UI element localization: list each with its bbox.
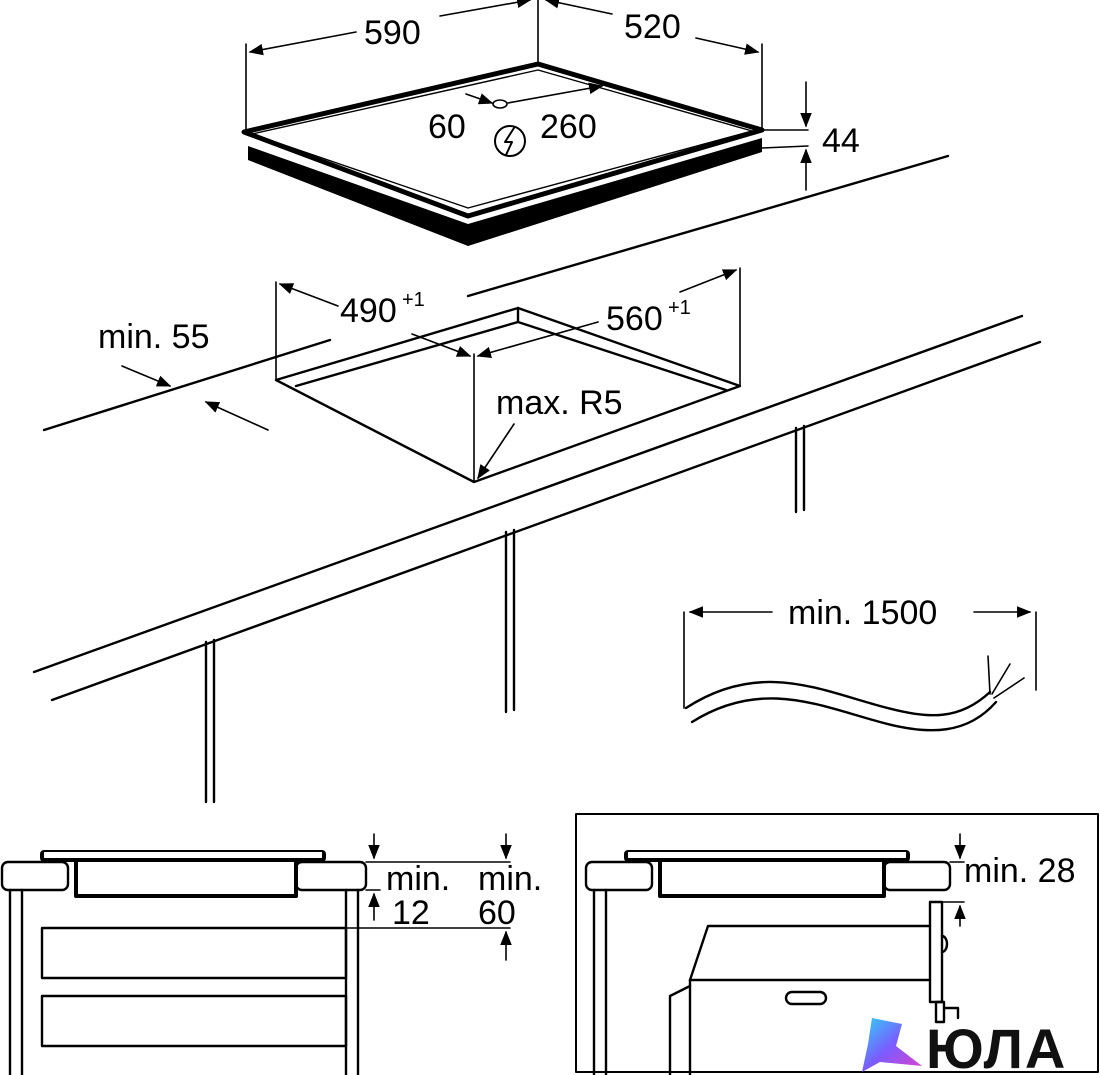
worktop bbox=[32, 154, 1042, 804]
cutout-width-tolerance: +1 bbox=[668, 297, 691, 319]
offset-right-label: 260 bbox=[540, 108, 597, 146]
cutout-width-label: 560 bbox=[606, 300, 663, 338]
yula-logo-text: ЮЛА bbox=[926, 1017, 1067, 1075]
cutout-depth-label: 490 bbox=[340, 292, 397, 330]
section-oven bbox=[575, 813, 1099, 1075]
gap-12-label: 12 bbox=[392, 894, 430, 932]
offset-left-label: 60 bbox=[428, 108, 466, 146]
hob-width-label: 590 bbox=[364, 14, 421, 52]
gap-oven-label: min. 28 bbox=[964, 852, 1076, 890]
corner-radius-label: max. R5 bbox=[496, 384, 623, 422]
gap-min-label-b: min. bbox=[478, 860, 542, 898]
hob-height-label: 44 bbox=[822, 122, 860, 160]
hob bbox=[241, 0, 812, 246]
min-front-label: min. 55 bbox=[98, 318, 210, 356]
cutout-depth-tolerance: +1 bbox=[402, 289, 425, 311]
lightning-circle-icon bbox=[494, 125, 526, 157]
power-cable bbox=[683, 606, 1037, 732]
gap-60-label: 60 bbox=[478, 894, 516, 932]
gap-min-label-a: min. bbox=[386, 860, 450, 898]
section-drawers bbox=[0, 833, 512, 1075]
yula-logo: ЮЛА bbox=[862, 1017, 1067, 1075]
hob-depth-label: 520 bbox=[624, 8, 681, 46]
cable-length-label: min. 1500 bbox=[788, 594, 937, 632]
